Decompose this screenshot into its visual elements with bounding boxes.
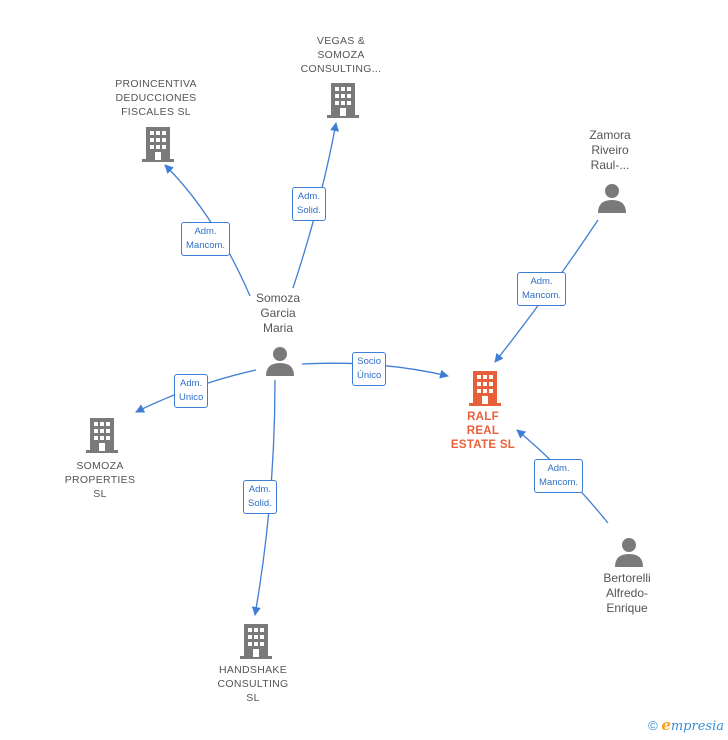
label-line: FISCALES SL bbox=[121, 106, 191, 118]
node-label-zamora: Zamora Riveiro Raul-... bbox=[570, 128, 650, 173]
building-icon[interactable] bbox=[142, 127, 174, 162]
brand-rest: mpresia bbox=[670, 719, 724, 734]
label-line: Alfredo- bbox=[605, 586, 649, 600]
edge-label-adm-mancom[interactable]: Adm. Mancom. bbox=[534, 459, 584, 493]
edge-label-line: Mancom. bbox=[522, 290, 562, 301]
edge-label-adm-unico[interactable]: Adm. Unico bbox=[174, 374, 209, 408]
node-label-proincentiva: PROINCENTIVA DEDUCCIONES FISCALES SL bbox=[96, 77, 216, 119]
label-line: PROINCENTIVA bbox=[115, 78, 197, 90]
building-icon[interactable] bbox=[240, 624, 272, 659]
node-label-ralf: RALF REAL ESTATE SL bbox=[433, 410, 533, 452]
label-line: Enrique bbox=[606, 601, 648, 615]
label-line: SL bbox=[93, 488, 107, 500]
label-line: DEDUCCIONES bbox=[115, 92, 197, 104]
empresia-logo[interactable]: © empresia bbox=[648, 716, 724, 734]
person-icon[interactable] bbox=[597, 183, 627, 213]
edge-label-line: Adm. bbox=[297, 191, 320, 202]
label-line: ESTATE SL bbox=[450, 439, 516, 451]
edge-label-line: Adm. bbox=[194, 226, 217, 237]
label-line: Garcia bbox=[260, 306, 296, 320]
label-line: Raul-... bbox=[590, 158, 630, 172]
edge-label-line: Adm. bbox=[248, 484, 271, 495]
edge-label-line: Único bbox=[357, 370, 382, 381]
label-line: CONSULTING... bbox=[300, 63, 382, 75]
label-line: Bertorelli bbox=[603, 571, 651, 585]
label-line: SOMOZA bbox=[76, 460, 124, 472]
label-line: Somoza bbox=[255, 291, 301, 305]
edge-label-line: Solid. bbox=[248, 498, 272, 509]
edge-label-line: Unico bbox=[179, 392, 204, 403]
label-line: VEGAS & bbox=[316, 35, 366, 47]
edge-label-adm-solid[interactable]: Adm. Solid. bbox=[292, 187, 326, 221]
label-line: REAL bbox=[466, 425, 500, 437]
node-label-somoza-properties: SOMOZA PROPERTIES SL bbox=[50, 459, 150, 501]
brand-initial: e bbox=[661, 716, 671, 734]
copyright-icon: © bbox=[648, 718, 658, 733]
label-line: SL bbox=[246, 692, 260, 704]
edge-label-line: Socio bbox=[357, 356, 382, 367]
label-line: CONSULTING bbox=[217, 678, 289, 690]
edge-label-line: Adm. bbox=[180, 378, 203, 389]
building-icon[interactable] bbox=[469, 371, 501, 406]
edge-label-line: Adm. bbox=[530, 276, 553, 287]
label-line: HANDSHAKE bbox=[218, 664, 288, 676]
person-icon[interactable] bbox=[265, 346, 295, 376]
building-icon[interactable] bbox=[86, 418, 118, 453]
edge-label-line: Mancom. bbox=[539, 477, 579, 488]
edge-label-adm-mancom[interactable]: Adm. Mancom. bbox=[517, 272, 567, 306]
node-label-somoza: Somoza Garcia Maria bbox=[238, 291, 318, 336]
edge-label-line: Mancom. bbox=[186, 240, 226, 251]
brand-name: empresia bbox=[661, 716, 724, 734]
label-line: Riveiro bbox=[591, 143, 629, 157]
edge-label-line: Solid. bbox=[297, 205, 321, 216]
person-icon[interactable] bbox=[614, 537, 644, 567]
edge-label-adm-mancom[interactable]: Adm. Mancom. bbox=[181, 222, 231, 256]
edge-label-line: Adm. bbox=[547, 463, 570, 474]
node-label-vegas: VEGAS & SOMOZA CONSULTING... bbox=[281, 34, 401, 76]
label-line: Zamora bbox=[589, 128, 631, 142]
edge-label-adm-solid[interactable]: Adm. Solid. bbox=[243, 480, 277, 514]
label-line: PROPERTIES bbox=[64, 474, 136, 486]
label-line: SOMOZA bbox=[317, 49, 365, 61]
node-label-bertorelli: Bertorelli Alfredo- Enrique bbox=[587, 571, 667, 616]
label-line: RALF bbox=[467, 411, 499, 423]
label-line: Maria bbox=[262, 321, 293, 335]
node-label-handshake: HANDSHAKE CONSULTING SL bbox=[198, 663, 308, 705]
building-icon[interactable] bbox=[327, 83, 359, 118]
edge-label-socio-unico[interactable]: Socio Único bbox=[352, 352, 387, 386]
